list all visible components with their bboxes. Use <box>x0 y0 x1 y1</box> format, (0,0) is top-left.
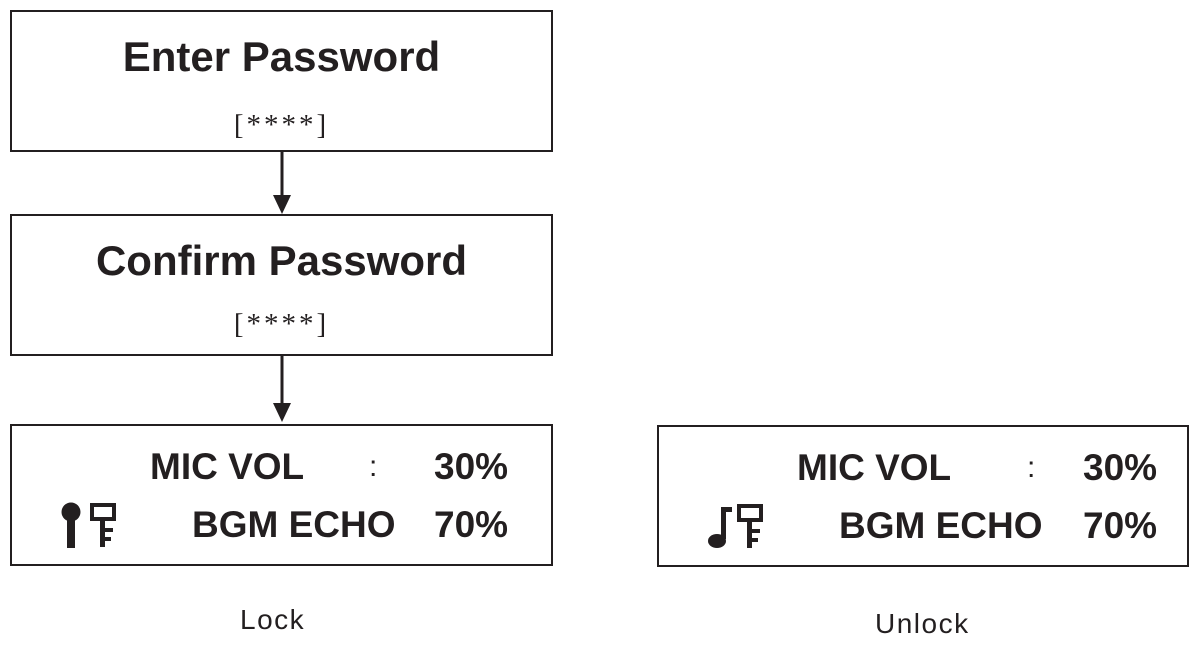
confirm-password-title: Confirm Password <box>95 237 468 284</box>
confirm-password-box: Confirm Password [****] <box>10 214 553 356</box>
lock-mic-vol-label: MIC VOL <box>150 446 305 487</box>
lock-caption: Lock <box>240 604 306 635</box>
unlock-mic-vol-value: 30% <box>1083 447 1158 488</box>
key-icon <box>737 504 763 548</box>
music-note-icon <box>708 507 732 548</box>
unlock-caption: Unlock <box>875 608 970 639</box>
microphone-icon <box>61 502 81 548</box>
unlock-display-box: MIC VOL : 30% BGM ECHO 70% <box>657 425 1189 567</box>
lock-display-box: MIC VOL : 30% BGM ECHO 70% <box>10 424 553 566</box>
enter-password-box: Enter Password [****] <box>10 10 553 152</box>
lock-mic-vol-value: 30% <box>434 446 509 487</box>
unlock-mic-vol-label: MIC VOL <box>797 447 952 488</box>
key-icon <box>90 503 116 547</box>
enter-password-title: Enter Password <box>122 33 441 80</box>
lock-bgm-echo-label: BGM ECHO <box>192 504 396 545</box>
lock-mic-vol-separator: : <box>369 450 378 483</box>
unlock-bgm-echo-label: BGM ECHO <box>839 505 1043 546</box>
unlock-bgm-echo-value: 70% <box>1083 505 1158 546</box>
enter-password-value: [****] <box>233 109 330 141</box>
flow-arrow-1 <box>273 152 291 214</box>
unlock-mic-vol-separator: : <box>1027 451 1036 484</box>
lock-bgm-echo-value: 70% <box>434 504 509 545</box>
confirm-password-value: [****] <box>233 308 330 340</box>
flow-arrow-2 <box>273 356 291 422</box>
